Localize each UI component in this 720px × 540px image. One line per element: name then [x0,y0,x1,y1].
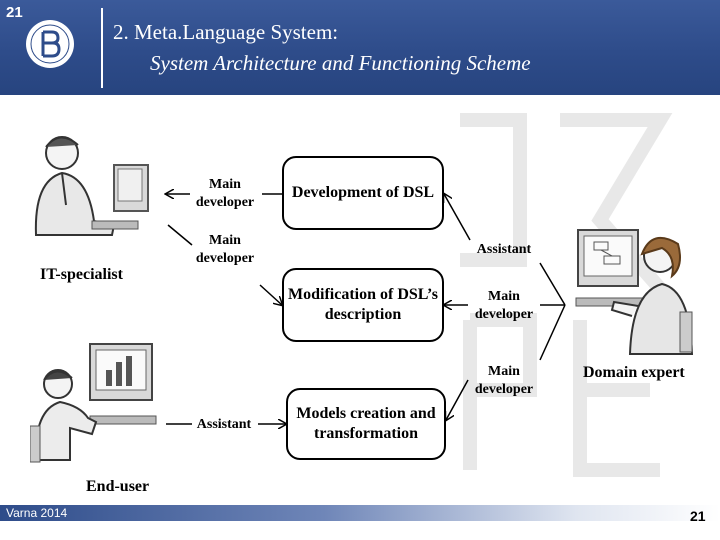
footer-event: Varna 2014 [6,506,68,520]
box-modification-of-dsl: Modification of DSL’s description [282,268,444,342]
end-user-illustration [30,343,157,463]
actor-end-user-label: End-user [86,478,150,495]
university-logo-icon [26,20,74,68]
slide-title-line1: 2. Meta.Language System: [113,20,339,44]
actor-domain-expert-label: Domain expert [583,364,685,381]
header-bar [0,0,720,95]
it-specialist-illustration [34,136,149,236]
label-expert-main-developer-2: Main developer [474,364,534,397]
footer-bar [0,505,720,521]
actor-it-specialist-label: IT-specialist [40,266,123,283]
box-development-of-dsl: Development of DSL [282,156,444,230]
header-divider [101,8,103,88]
arrow-expert-to-development [444,194,471,241]
page-number: 21 [690,508,706,524]
arrow-expert-to-models [446,379,469,420]
slide-title-line2: System Architecture and Functioning Sche… [150,51,531,75]
label-expert-assistant: Assistant [476,242,532,257]
slide-number-top: 21 [6,4,23,21]
label-expert-main-developer-1: Main developer [474,289,534,322]
label-it-main-developer-2: Main developer [195,233,255,266]
domain-expert-illustration [575,229,694,355]
box-models-creation: Models creation and transformation [286,388,446,460]
label-it-main-developer-1: Main developer [195,177,255,210]
arrow-it-to-modification [259,284,282,305]
arrow-expert-lower-segment [539,304,566,361]
arrow-expert-upper-segment [539,262,566,306]
label-enduser-assistant: Assistant [196,417,252,432]
arrow-it-upper-segment [167,224,193,246]
